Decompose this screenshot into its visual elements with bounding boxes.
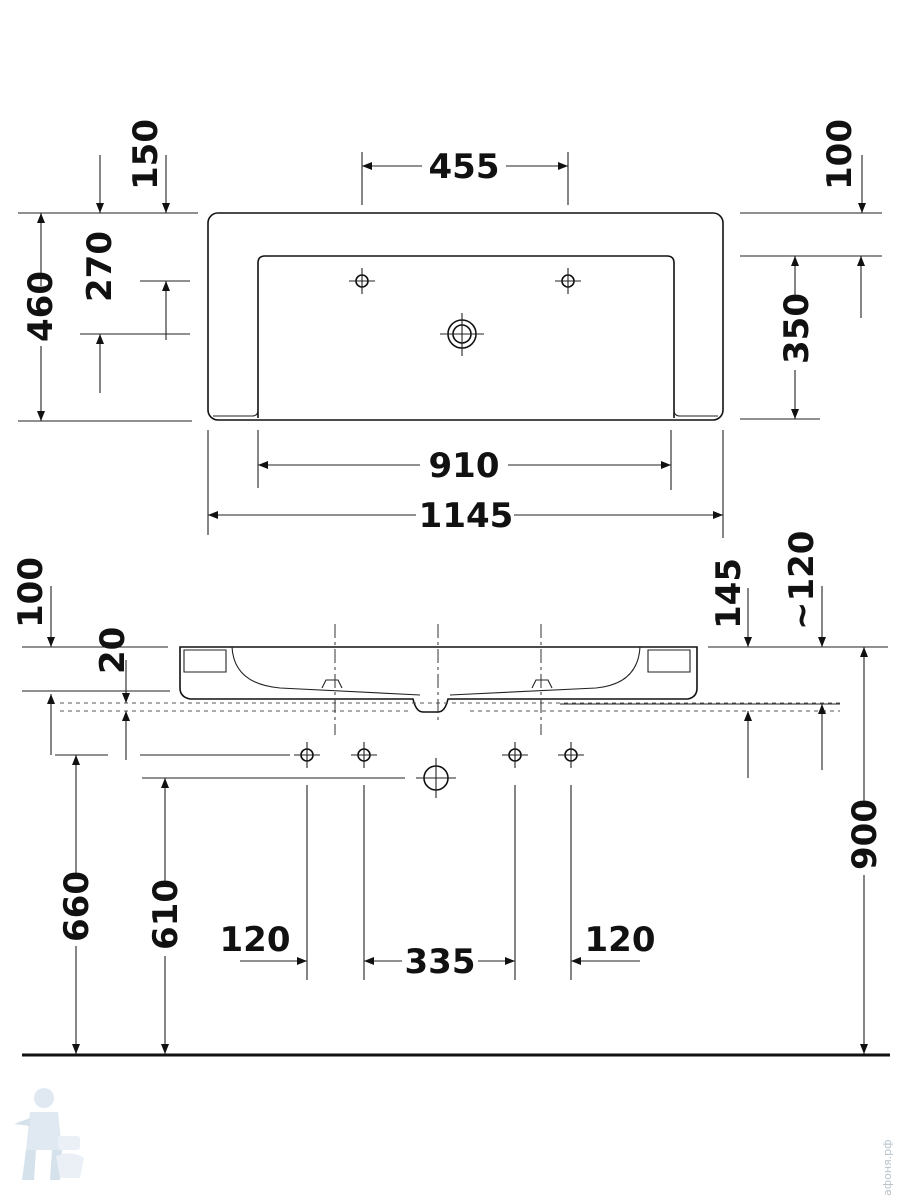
basin-left-ledge: [213, 409, 259, 417]
basin-bowl-outline: [257, 255, 675, 418]
basin-bowl-curve: [231, 646, 641, 696]
top-view: 455 150 100 460 270 350 910: [18, 119, 882, 538]
waste-outlet: [416, 758, 456, 798]
dim-20: 20: [93, 627, 133, 674]
dim-120-left: 120: [220, 920, 291, 960]
dim-270: 270: [80, 231, 120, 302]
tap-mount-left: [321, 679, 343, 689]
dim-350: 350: [777, 293, 817, 364]
dim-910: 910: [429, 446, 500, 486]
supply-point-1: [294, 742, 320, 768]
tap-hole-left: [349, 268, 375, 294]
dim-610: 610: [146, 879, 186, 950]
dim-460: 460: [21, 271, 61, 342]
watermark-text: афоня.рф: [881, 1139, 894, 1196]
dim-1145: 1145: [419, 496, 514, 536]
right-overflow-block: [647, 649, 691, 673]
supply-point-4: [558, 742, 584, 768]
dim-100-top: 100: [820, 119, 860, 190]
dim-150: 150: [126, 119, 166, 190]
front-view: 100 20 145 ~120 900 660 610 120: [11, 531, 890, 1057]
dim-145: 145: [709, 558, 749, 629]
basin-outer-outline: [207, 212, 724, 421]
dim-120-approx: ~120: [782, 531, 822, 630]
supply-point-2: [351, 742, 377, 768]
dim-335: 335: [405, 942, 476, 982]
dim-900: 900: [845, 799, 885, 870]
supply-point-3: [502, 742, 528, 768]
tap-mount-right: [531, 679, 553, 689]
drain-hole: [440, 313, 484, 356]
dim-120-right: 120: [585, 920, 656, 960]
dim-100-front: 100: [11, 557, 51, 628]
tap-hole-right: [555, 268, 581, 294]
dim-455: 455: [429, 147, 500, 187]
basin-right-ledge: [673, 409, 718, 417]
left-overflow-block: [183, 649, 227, 673]
plumber-mascot-icon: [14, 1088, 84, 1180]
dim-660: 660: [57, 871, 97, 942]
